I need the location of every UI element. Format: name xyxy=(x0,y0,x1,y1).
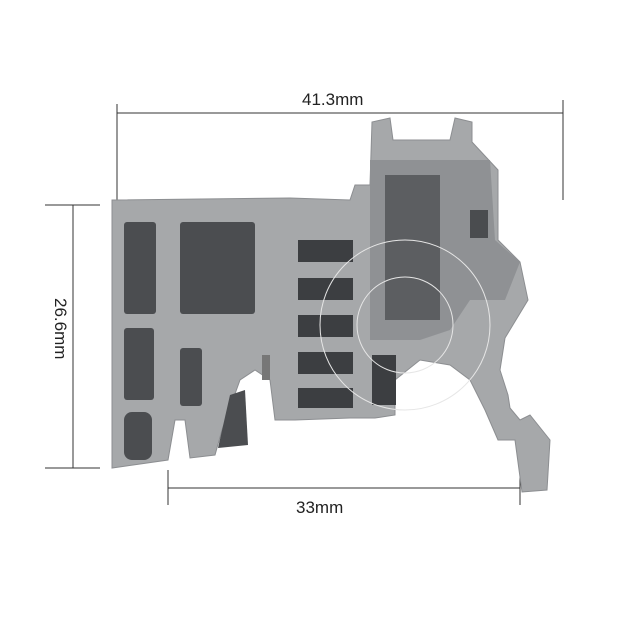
screw xyxy=(262,355,270,380)
dimension-lines xyxy=(45,100,564,505)
height-dimension-label: 26.6mm xyxy=(51,298,70,360)
notch xyxy=(470,210,488,238)
upper-cavity xyxy=(385,175,440,320)
slots xyxy=(124,222,255,460)
terminal-end-bracket xyxy=(111,117,551,493)
width-dimension-label: 41.3mm xyxy=(302,90,364,109)
watermark-stamp xyxy=(319,239,491,411)
rail-dimension-label: 33mm xyxy=(296,498,344,517)
fin-gaps xyxy=(298,240,396,408)
